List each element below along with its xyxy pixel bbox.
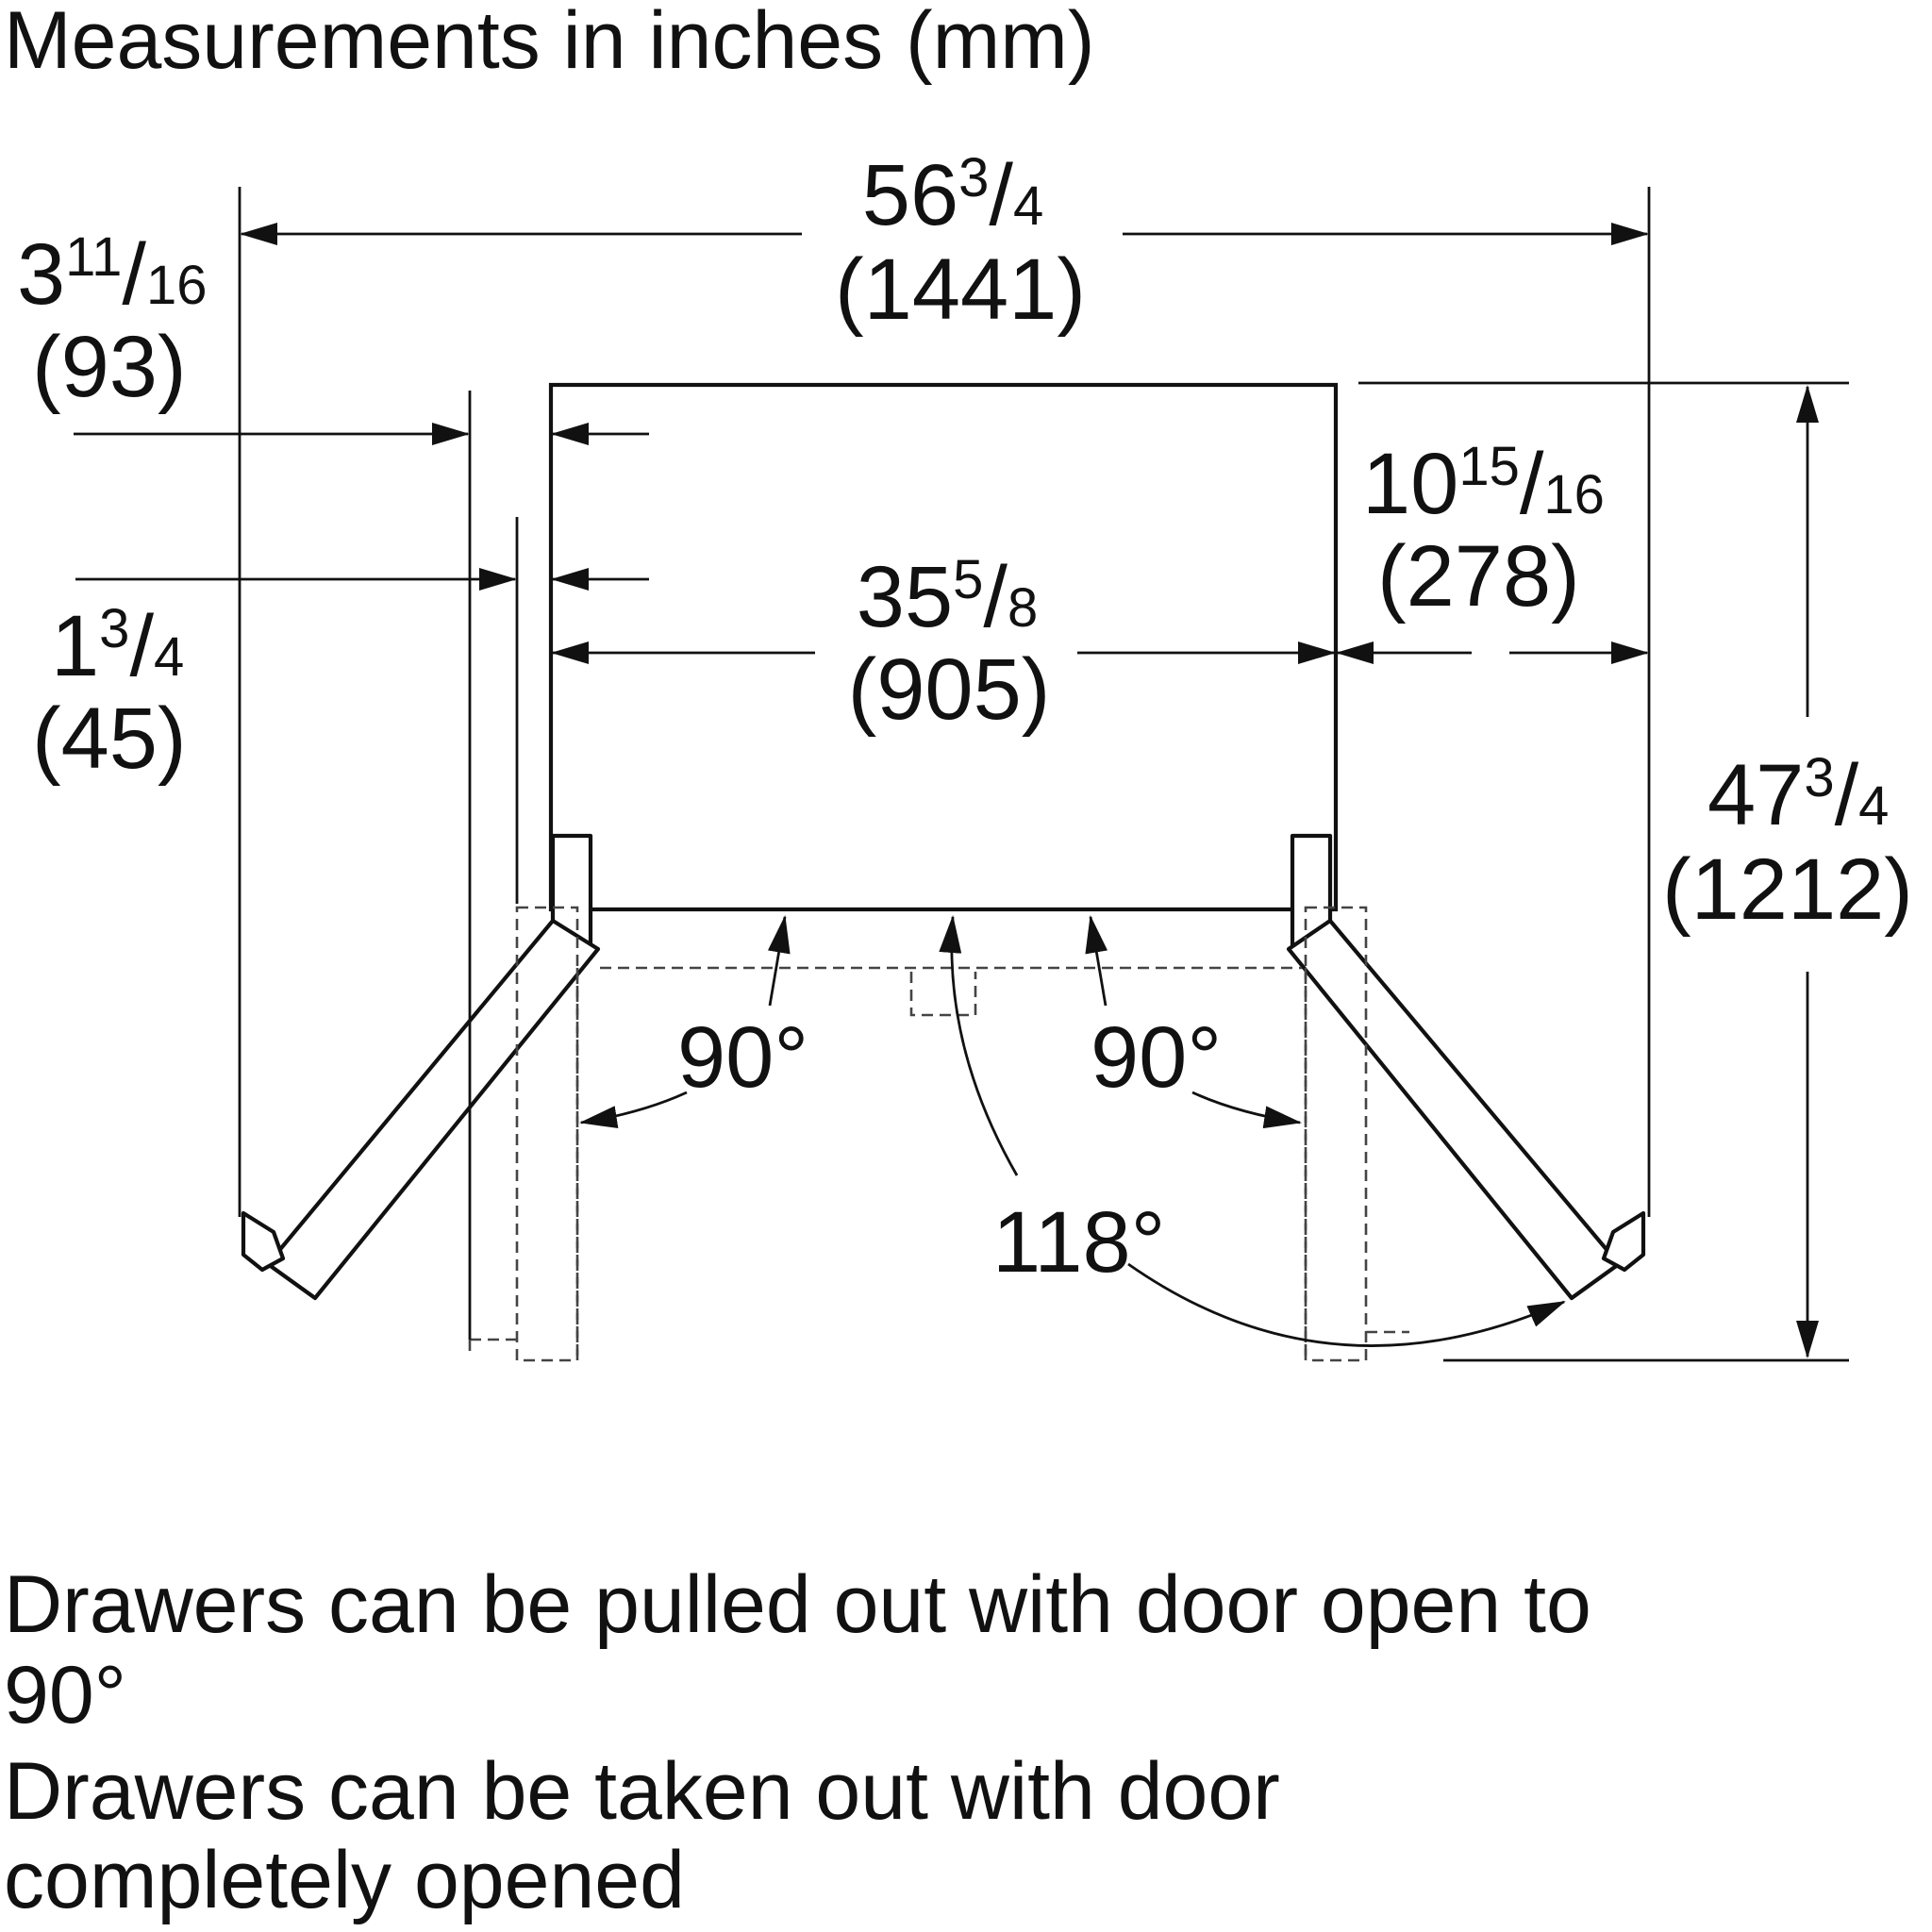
left-door-open [265, 918, 601, 1301]
right-door-handle [1601, 1210, 1646, 1273]
right-90-arc-lower [1191, 1091, 1302, 1129]
left-inner-offset-mm: (45) [32, 691, 187, 787]
left-inner-offset-inches: 13/4 [51, 598, 184, 694]
right-90-arc-upper [1085, 915, 1108, 1007]
overall-depth-mm: (1212) [1662, 841, 1913, 938]
note-line-2: 90° [4, 1650, 126, 1740]
left-outer-offset-inches: 311/16 [17, 226, 207, 323]
left-angle-label: 90° [677, 1009, 808, 1106]
note-line-3: Drawers can be taken out with door [4, 1746, 1280, 1837]
overall-width-mm: (1441) [835, 242, 1086, 338]
full-angle-label: 118° [992, 1194, 1165, 1291]
note-line-4: completely opened [4, 1835, 685, 1925]
right-offset-inches: 1015/16 [1362, 436, 1605, 532]
note-line-1: Drawers can be pulled out with door open… [4, 1559, 1591, 1650]
right-offset-mm: (278) [1377, 528, 1580, 625]
right-door-open [1286, 918, 1622, 1301]
left-door-handle [241, 1210, 286, 1273]
cabinet-width-mm: (905) [848, 641, 1051, 738]
overall-depth-inches: 473/4 [1707, 747, 1889, 843]
cabinet-width-inches: 355/8 [857, 549, 1038, 645]
right-angle-label: 90° [1091, 1009, 1222, 1106]
full-118-arc-lower [1127, 1262, 1566, 1347]
left-90-arc-upper [767, 915, 791, 1007]
overall-width-inches: 563/4 [862, 147, 1043, 243]
left-outer-offset-mm: (93) [32, 319, 187, 415]
full-118-arc-upper [939, 915, 1019, 1176]
center-handle-dashed [909, 972, 977, 1017]
left-90-arc-lower [579, 1091, 688, 1128]
diagram-title: Measurements in inches (mm) [4, 0, 1095, 86]
